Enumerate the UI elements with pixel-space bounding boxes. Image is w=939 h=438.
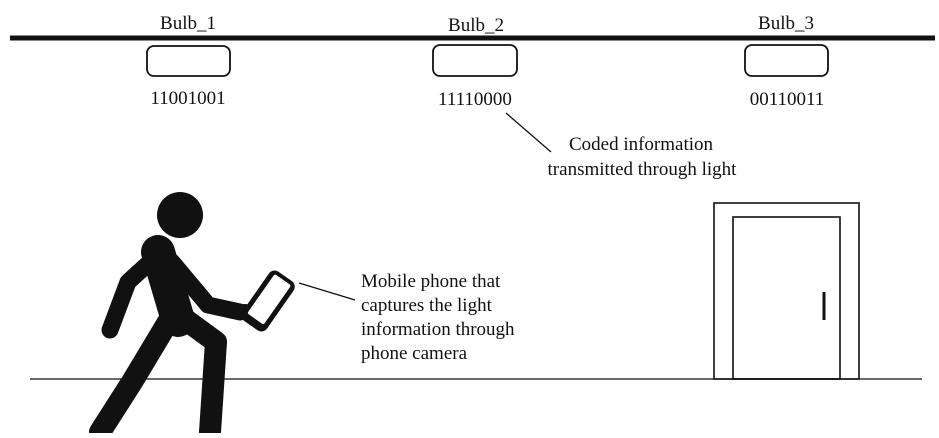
door-icon (713, 202, 860, 380)
door-panel (732, 216, 841, 380)
person-head (157, 192, 203, 238)
coded-info-leader-line (505, 112, 552, 153)
bulb-1-label: Bulb_1 (160, 13, 216, 34)
phone-line-3: information through (361, 319, 515, 340)
phone-leader-line (298, 282, 356, 301)
bulb-2-label: Bulb_2 (448, 15, 504, 36)
bulb-2: Bulb_2 11110000 (432, 15, 518, 110)
person-front-arm (163, 253, 249, 321)
person-back-leg (89, 311, 179, 438)
door-frame (713, 202, 860, 380)
bulb-3-code: 00110011 (750, 89, 825, 110)
bulb-3-label: Bulb_3 (758, 13, 814, 34)
bulb-2-icon (432, 44, 518, 77)
person-front-leg (175, 309, 227, 438)
person-back-arm (101, 253, 159, 339)
bulb-3-icon (744, 44, 829, 77)
phone-screen (247, 274, 291, 324)
coded-info-line-1: Coded information (569, 134, 714, 155)
coded-info-line-2: transmitted through light (548, 159, 738, 180)
bulb-1-icon (146, 45, 231, 77)
bulb-2-code: 11110000 (438, 89, 512, 110)
phone-line-4: phone camera (361, 343, 468, 364)
bulb-3: Bulb_3 00110011 (744, 13, 829, 110)
person-torso (141, 235, 195, 337)
phone-line-2: captures the light (361, 295, 493, 316)
phone-line-1: Mobile phone that (361, 271, 501, 292)
mobile-phone-icon (241, 270, 295, 332)
bulb-1: Bulb_1 11001001 (146, 13, 231, 109)
walking-person-icon (89, 192, 253, 438)
bulb-1-code: 11001001 (150, 88, 225, 109)
